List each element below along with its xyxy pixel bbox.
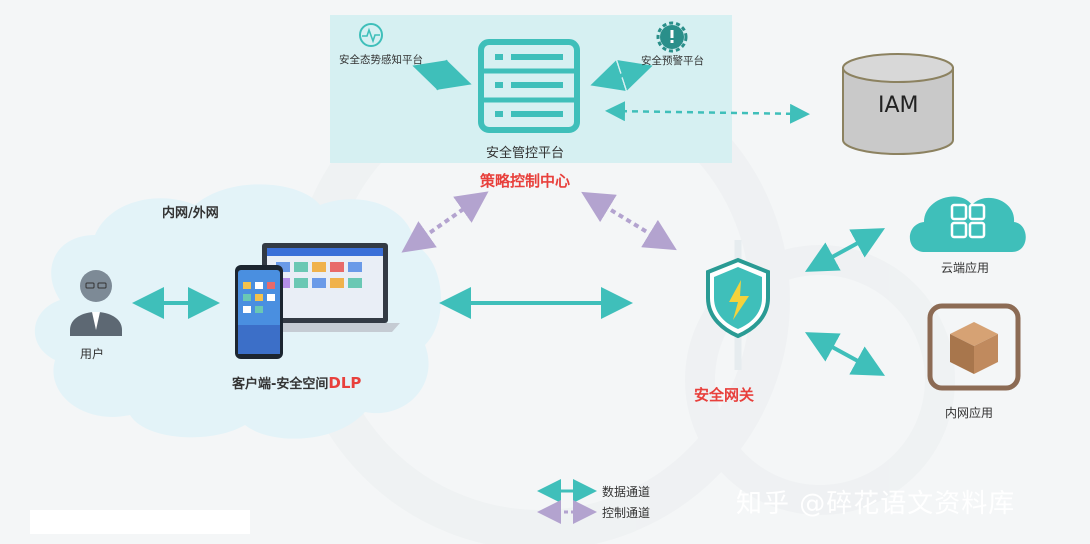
- user-label: 用户: [80, 347, 105, 361]
- legend: [537, 479, 597, 524]
- cloud-app-icon: [909, 196, 1026, 252]
- box-app-icon: [927, 303, 1021, 391]
- legend-control-channel: 控制通道: [602, 506, 651, 520]
- network-label: 内网/外网: [162, 206, 219, 221]
- server-icon: [478, 39, 580, 133]
- policy-center-label: 策略控制中心: [480, 172, 571, 190]
- management-platform-label: 安全管控平台: [486, 146, 565, 161]
- warning-gear-icon: [656, 21, 688, 53]
- warning-platform-label: 安全预警平台: [641, 55, 704, 67]
- watermark-text: 知乎 @碎花语文资料库: [736, 489, 1016, 519]
- control-channels: [401, 191, 677, 253]
- gateway-label: 安全网关: [694, 386, 755, 404]
- situation-awareness-label: 安全态势感知平台: [339, 54, 423, 66]
- phone-icon: [235, 265, 283, 359]
- laptop-icon: [250, 243, 400, 332]
- user-icon: [70, 270, 122, 336]
- data-channels: [132, 59, 886, 376]
- bottom-strip: [30, 510, 250, 534]
- gateway-shield-icon: [706, 240, 770, 370]
- intranet-app-label: 内网应用: [945, 406, 994, 420]
- cloud-app-label: 云端应用: [941, 261, 990, 275]
- iam-database-icon: [842, 53, 954, 155]
- client-label: 客户端-安全空间DLP: [232, 374, 362, 392]
- legend-data-channel: 数据通道: [602, 485, 651, 499]
- pulse-icon: [359, 23, 383, 47]
- iam-label: IAM: [878, 93, 919, 118]
